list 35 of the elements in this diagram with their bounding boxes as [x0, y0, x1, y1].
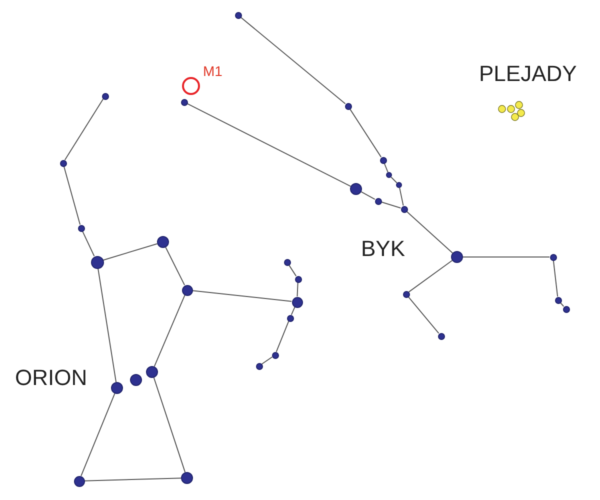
- constellation-line: [408, 260, 453, 292]
- constellation-line: [153, 377, 186, 473]
- constellation-line: [390, 176, 398, 184]
- constellation-line: [82, 230, 95, 257]
- constellation-line: [154, 294, 186, 367]
- constellation-line: [261, 356, 273, 365]
- constellation-line: [406, 210, 454, 254]
- constellation-line: [408, 296, 440, 334]
- constellation-line: [462, 256, 550, 258]
- constellation-line: [165, 246, 186, 286]
- constellation-line: [399, 187, 404, 206]
- constellation-line: [98, 268, 117, 383]
- constellation-line: [380, 202, 402, 208]
- constellation-line: [102, 243, 158, 261]
- constellation-line: [360, 191, 376, 200]
- constellation-line: [240, 16, 346, 104]
- constellation-name: BYK: [361, 238, 406, 260]
- constellation-line: [63, 166, 81, 226]
- constellation-line: [64, 98, 104, 161]
- constellation-line: [296, 282, 298, 297]
- constellation-line: [552, 260, 558, 298]
- constellation-line: [276, 320, 290, 352]
- constellation-line: [384, 162, 388, 173]
- constellation-name: PLEJADY: [479, 63, 577, 85]
- constellation-line: [84, 478, 182, 482]
- constellation-line: [288, 264, 297, 277]
- constellation-line: [186, 103, 352, 187]
- nebula-marker: [182, 77, 200, 95]
- constellation-line: [560, 302, 564, 307]
- constellation-line: [290, 306, 296, 316]
- constellation-line: [192, 290, 292, 302]
- constellation-name: ORION: [15, 367, 88, 389]
- constellation-line: [80, 393, 116, 476]
- object-name: M1: [203, 64, 222, 78]
- constellation-line: [349, 108, 382, 158]
